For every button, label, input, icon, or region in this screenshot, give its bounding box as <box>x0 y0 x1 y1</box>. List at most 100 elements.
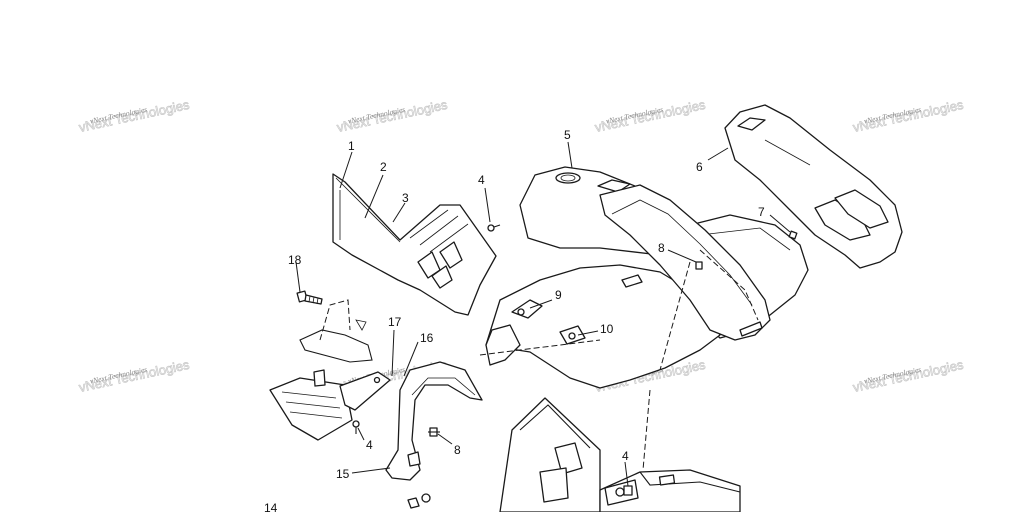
watermark-1: vNext Technologies vNext Technologies <box>77 96 191 135</box>
seat-cover <box>724 104 903 269</box>
seat-cover-notch <box>737 117 766 131</box>
seat-vent-1 <box>814 199 871 241</box>
clip-8-top <box>695 261 703 270</box>
frame-crossmember-edge <box>639 471 741 493</box>
fender-reflector <box>739 321 763 337</box>
screw-4-bottom <box>623 485 633 496</box>
side-panel-vent-2 <box>439 241 463 269</box>
screw-4-left-head <box>352 420 360 428</box>
mount-alignment-line <box>642 389 651 471</box>
footrest-hidden-line <box>319 299 351 341</box>
splash-panel-shell <box>385 361 483 481</box>
front-fender-shell <box>485 264 721 389</box>
callout-3: 3 <box>402 191 409 205</box>
clip-8-bottom <box>428 427 440 437</box>
callout-10: 10 <box>600 322 614 336</box>
fender-screw-10 <box>568 332 576 340</box>
footrest-clip <box>355 319 367 331</box>
frame-bracket-edge <box>519 404 591 449</box>
left-footrest <box>269 299 391 441</box>
leader-15 <box>351 467 391 474</box>
fasteners <box>296 224 798 509</box>
footrest-tab <box>313 369 326 387</box>
callout-6: 6 <box>696 160 703 174</box>
leader-8-bottom <box>437 433 453 445</box>
callout-1: 1 <box>348 139 355 153</box>
fender-rivet-line <box>699 249 759 321</box>
leader-16 <box>403 341 419 377</box>
callout-5: 5 <box>564 128 571 142</box>
screw-4-top-shank <box>493 224 501 228</box>
clip-8-top-body <box>695 261 703 270</box>
splash-panel <box>385 361 483 481</box>
leader-8-top <box>667 249 697 263</box>
clip-7 <box>788 230 798 240</box>
watermark-3: vNext Technologies vNext Technologies <box>593 96 707 135</box>
callout-4-bottom: 4 <box>622 449 629 463</box>
fuel-cap-ring <box>560 174 576 182</box>
side-panel-ribs <box>409 209 469 253</box>
callout-15: 15 <box>336 467 350 481</box>
callout-4-top: 4 <box>478 173 485 187</box>
frame-assembly <box>499 397 741 513</box>
leader-lines <box>295 141 791 487</box>
frame-hole <box>658 474 676 486</box>
leader-2 <box>364 174 384 219</box>
frame-slot <box>554 442 583 475</box>
fender-slot <box>621 274 643 288</box>
leader-7 <box>769 214 791 233</box>
callout-2: 2 <box>380 160 387 174</box>
callout-labels: 1 2 3 4 5 6 7 8 9 10 17 16 18 4 8 15 4 1… <box>264 128 765 515</box>
footrest-frame <box>299 329 373 363</box>
side-panel-assembly <box>332 173 497 316</box>
washer-14 <box>421 493 431 503</box>
callout-18: 18 <box>288 253 302 267</box>
footrest-bolt <box>373 376 381 384</box>
callout-8-bottom: 8 <box>454 443 461 457</box>
leader-4-bottom <box>624 461 629 487</box>
screw-4-top <box>487 224 501 232</box>
front-fender <box>479 184 771 471</box>
leader-4-top <box>484 187 491 223</box>
bolt-18-thread <box>308 295 319 305</box>
frame-slot-2 <box>539 467 569 503</box>
leader-4-left <box>357 427 365 441</box>
callout-17: 17 <box>388 315 402 329</box>
footrest-plate <box>269 377 353 441</box>
nut-14-body <box>407 497 420 509</box>
callout-8-top: 8 <box>658 241 665 255</box>
screw-4-bottom-head <box>623 485 633 496</box>
watermark-8: vNext Technologies vNext Technologies <box>851 356 965 395</box>
callout-7: 7 <box>758 205 765 219</box>
bolt-18 <box>296 290 323 305</box>
rear-fender-ridge <box>699 227 791 251</box>
side-panel-vent-3 <box>431 265 453 289</box>
leader-5 <box>567 141 573 169</box>
clip-7-body <box>788 230 798 240</box>
fuel-cap-hole <box>555 172 581 184</box>
watermark-4: vNext Technologies vNext Technologies <box>851 96 965 135</box>
screw-4-top-head <box>487 224 495 232</box>
leader-17 <box>391 329 395 377</box>
callout-16: 16 <box>420 331 434 345</box>
footrest-tread <box>281 391 343 419</box>
callout-9: 9 <box>555 288 562 302</box>
mount-bolt <box>615 487 625 497</box>
callout-4-left: 4 <box>366 438 373 452</box>
callout-14: 14 <box>264 501 278 512</box>
seat-cover-ridge <box>764 139 811 166</box>
fender-mid-panel <box>599 184 771 341</box>
nut-14 <box>407 493 431 509</box>
watermark-2: vNext Technologies vNext Technologies <box>335 96 449 135</box>
leader-10 <box>577 330 599 336</box>
fender-screw-9 <box>517 308 525 316</box>
screw-4-left <box>352 420 360 434</box>
leader-18 <box>295 261 301 293</box>
splash-panel-clip <box>407 451 421 467</box>
fender-alignment-line <box>659 261 691 371</box>
splash-panel-ridge <box>411 377 476 396</box>
seat-vent-2 <box>834 189 889 229</box>
leader-9 <box>529 299 553 309</box>
